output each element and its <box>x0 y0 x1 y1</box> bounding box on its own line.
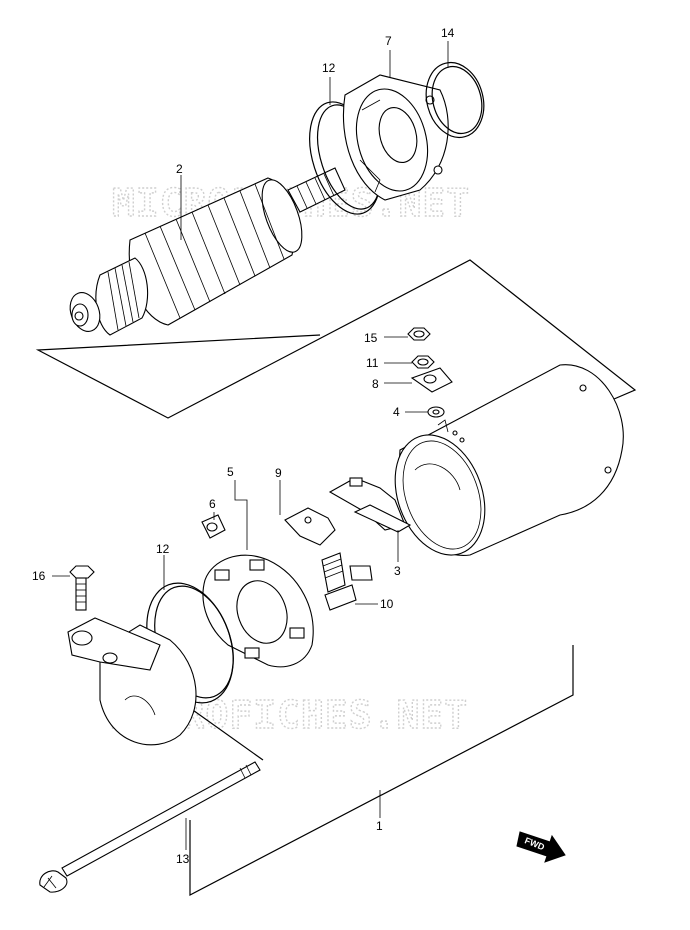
callout-4: 4 <box>393 405 400 419</box>
callout-7: 7 <box>385 34 392 48</box>
armature-group-bracket <box>35 259 637 419</box>
callout-16: 16 <box>32 569 46 583</box>
callout-12-upper: 12 <box>322 61 336 75</box>
o-ring-14 <box>425 61 485 139</box>
terminal-plate <box>410 367 453 393</box>
callout-6: 6 <box>209 497 216 511</box>
brush-holder-5 <box>202 554 314 668</box>
callout-9: 9 <box>275 466 282 480</box>
callout-8: 8 <box>372 377 379 391</box>
nut-15 <box>407 327 431 341</box>
rear-end-cover <box>67 617 197 746</box>
washer-4 <box>427 406 445 418</box>
bolt-16 <box>69 565 95 611</box>
main-assembly-bracket <box>189 707 264 761</box>
callout-5: 5 <box>227 465 234 479</box>
callout-labels: 2 12 7 14 15 11 8 4 5 9 6 3 10 16 12 1 1… <box>32 26 455 866</box>
yoke-housing <box>394 364 624 556</box>
callout-13: 13 <box>176 852 190 866</box>
brush-6 <box>201 514 226 539</box>
brush-set-3 <box>328 477 412 533</box>
terminal-bolt-10 <box>321 552 373 611</box>
callout-11: 11 <box>366 356 379 370</box>
callout-14: 14 <box>441 26 455 40</box>
callout-3: 3 <box>394 564 401 578</box>
front-housing <box>342 74 449 201</box>
brush-holder-9 <box>284 507 336 546</box>
main-assembly-bracket-lower <box>189 645 574 896</box>
callout-15: 15 <box>364 331 378 345</box>
callout-2: 2 <box>176 162 183 176</box>
callout-12-lower: 12 <box>156 542 170 556</box>
through-bolt-13 <box>39 761 261 893</box>
fwd-direction-badge: FWD <box>516 831 566 863</box>
nut-11 <box>411 355 435 369</box>
callout-1: 1 <box>376 819 383 833</box>
callout-10: 10 <box>380 597 394 611</box>
armature <box>69 167 346 336</box>
leader-lines <box>52 41 449 850</box>
